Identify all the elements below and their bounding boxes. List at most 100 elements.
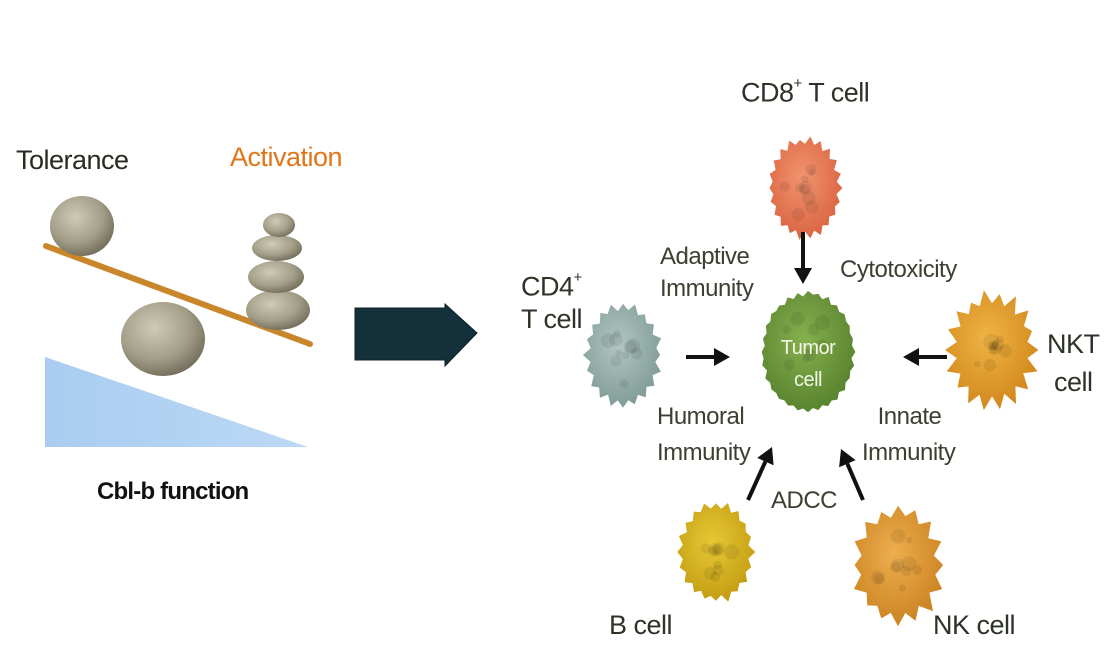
tumor-cell-icon-texture: [807, 323, 820, 336]
activation-stone-1: [263, 213, 295, 237]
nkt-cell-icon-texture: [989, 342, 1002, 355]
tumor-cell-icon-texture: [805, 347, 814, 356]
tumor-cell-icon-texture: [816, 339, 829, 352]
cd4-t-cell-icon-texture: [630, 347, 643, 360]
tumor-cell-icon-texture: [808, 375, 818, 385]
nkt-line1: NKT: [1047, 329, 1100, 359]
nkt-line2: cell: [1053, 367, 1093, 397]
cd4-t-cell-icon-texture: [613, 330, 621, 338]
b-cell-icon-texture: [707, 546, 719, 557]
nkt-cell-icon-texture: [988, 340, 998, 351]
b-cell-icon-texture: [703, 567, 717, 580]
cd8-suffix: T cell: [801, 77, 870, 108]
nk-to-tumor-arrow-icon: [839, 449, 856, 468]
cd8-t-cell-icon: [769, 136, 843, 240]
innate-line2: Immunity: [862, 439, 956, 466]
adaptive-line2: Immunity: [660, 275, 754, 302]
activation-stone-2: [252, 235, 302, 261]
b-cell-icon: [677, 503, 756, 602]
nkt-cell-icon-texture: [983, 333, 1000, 350]
nkt-cell-icon: [945, 290, 1039, 411]
cd8-t-cell-icon-texture: [800, 175, 809, 184]
tumor-cell-icon-texture: [802, 354, 811, 363]
cd4-to-tumor-arrow-icon: [714, 348, 730, 366]
nk-cell-icon-texture: [898, 584, 907, 592]
cd4-t-cell-icon: [583, 303, 662, 408]
cd4-t-cell-icon-texture: [625, 338, 641, 354]
nk-cell-icon-texture: [912, 564, 922, 575]
cd8-t-cell-icon-texture: [805, 200, 819, 214]
b-cell-icon-texture: [700, 543, 711, 554]
b-cell-icon-texture: [724, 544, 740, 560]
cd4-t-cell-icon-texture: [610, 355, 622, 367]
cd4-sup: +: [573, 270, 583, 286]
nk-cell-icon-texture: [891, 529, 906, 544]
tumor-cell-icon: [761, 290, 856, 413]
tumor-cell-icon-texture: [790, 311, 805, 326]
b-cell-icon-texture: [712, 564, 724, 576]
cd8-t-cell-icon-texture: [799, 180, 813, 195]
cd8-t-cell-icon-texture: [805, 164, 817, 176]
nk-cell-icon-texture: [890, 561, 902, 573]
tumor-cell-label: Tumor cell: [768, 332, 848, 396]
cd8-t-cell-icon-texture: [795, 183, 805, 193]
b-to-tumor-arrow-icon-shaft: [746, 460, 768, 501]
adaptive-line1: Adaptive: [660, 243, 750, 270]
nkt-cell-icon-texture: [989, 341, 999, 351]
cd8-name: CD8: [741, 77, 794, 108]
nkt-cell-label: NKT cell: [1047, 325, 1100, 401]
b-cell-icon-texture: [712, 542, 725, 555]
tumor-line1: Tumor: [780, 337, 836, 359]
cd4-t-cell-icon-texture: [621, 351, 630, 360]
b-cell-icon-texture: [710, 571, 721, 582]
cytotoxicity-label: Cytotoxicity: [840, 256, 957, 283]
nk-cell-icon-texture: [900, 565, 912, 577]
tolerance-label: Tolerance: [16, 145, 129, 175]
tumor-line2: cell: [793, 369, 823, 391]
nkt-cell-icon-texture: [991, 339, 1005, 352]
humoral-line2: Immunity: [657, 439, 751, 466]
nk-cell-label: NK cell: [933, 610, 1016, 640]
cd8-t-cell-icon-texture: [779, 181, 790, 192]
humoral-line1: Humoral: [657, 403, 745, 430]
nk-cell-icon-texture: [874, 573, 885, 584]
fulcrum-stone: [121, 302, 205, 376]
main-arrow-icon: [354, 302, 478, 368]
tumor-cell-icon-texture: [803, 349, 816, 361]
tumor-cell-icon-texture: [782, 325, 792, 334]
innate-line1: Innate: [877, 403, 942, 430]
nk-cell-icon: [854, 505, 944, 627]
cd4-name: CD4: [521, 271, 574, 302]
cd4-t-cell-icon-texture: [600, 333, 616, 348]
cbl-b-function-label: Cbl-b function: [97, 478, 249, 505]
cd4-t-cell-icon-texture: [624, 340, 637, 354]
activation-stone-4: [246, 290, 310, 330]
adcc-label: ADCC: [771, 487, 838, 514]
nkt-cell-icon-texture: [983, 359, 996, 372]
nkt-cell-icon-texture: [973, 360, 981, 368]
cd8-t-cell-icon-texture: [791, 207, 805, 222]
nk-to-tumor-arrow-icon-shaft: [845, 462, 865, 501]
b-cell-icon-texture: [708, 543, 721, 555]
tolerance-stone: [50, 196, 114, 256]
cd8-t-cell-icon-texture: [798, 184, 810, 195]
nkt-cell-icon-texture: [998, 344, 1012, 358]
nk-cell-icon-texture: [906, 536, 913, 544]
tumor-cell-icon-texture: [814, 314, 831, 330]
tumor-cell-icon-texture: [783, 359, 795, 371]
cd8-t-cell-icon-texture: [801, 191, 816, 206]
cd8-t-cell-icon-texture: [808, 169, 815, 176]
nkt-cell-icon-texture: [996, 335, 1004, 344]
b-cell-icon-texture: [711, 544, 723, 556]
b-cell-label: B cell: [609, 610, 673, 640]
nkt-cell-icon-texture: [987, 345, 998, 356]
cd4-t-cell-label: CD4+T cell: [521, 262, 583, 336]
nk-cell-icon-texture: [901, 556, 917, 572]
activation-stone-3: [248, 261, 304, 293]
nk-cell-icon-texture: [890, 558, 905, 572]
activation-label: Activation: [230, 142, 343, 172]
